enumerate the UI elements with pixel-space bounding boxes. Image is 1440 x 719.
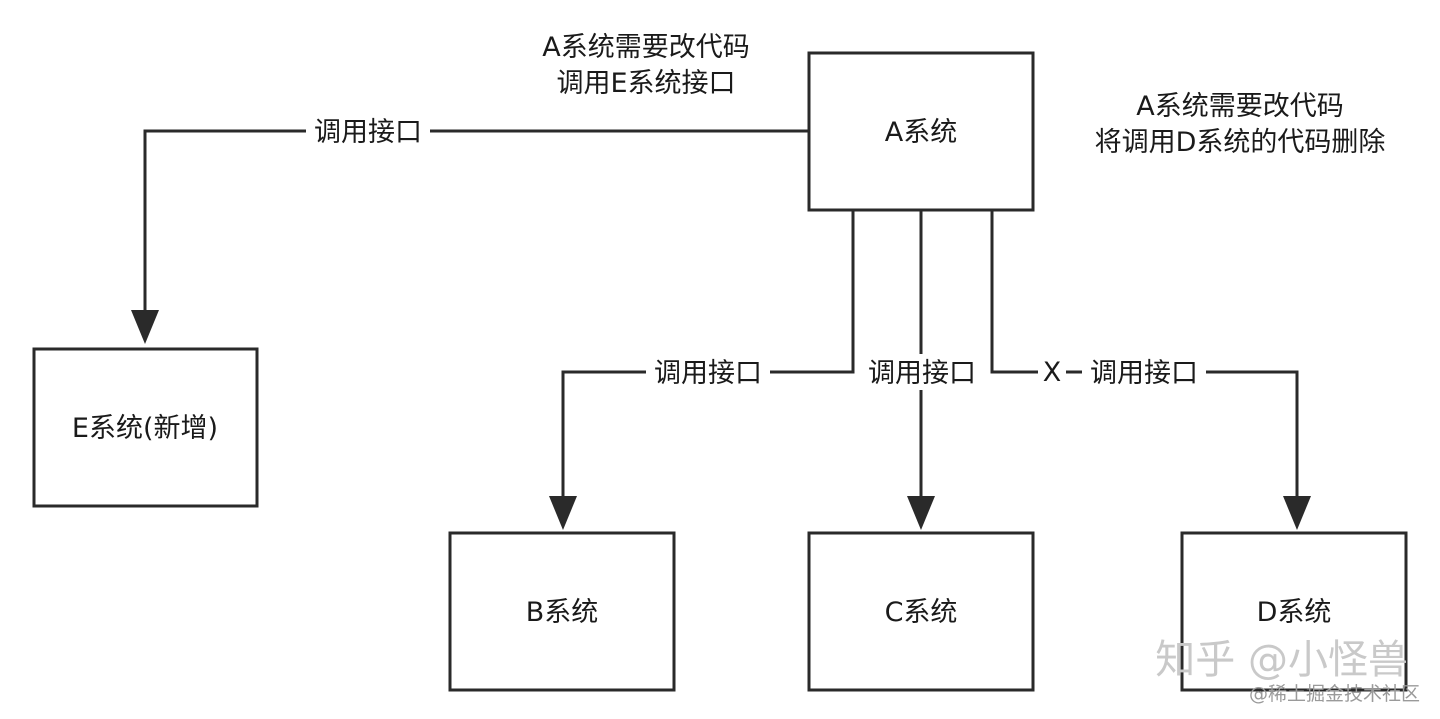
node-b-box	[448, 531, 676, 692]
edge-a-to-c-arrowhead	[907, 496, 935, 530]
node-c: C系统	[807, 531, 1035, 692]
watermark-main: 知乎 @小怪兽	[1155, 637, 1408, 683]
edge-a-to-e: 调用接口	[131, 113, 808, 344]
edge-a-to-d-label: 调用接口	[1090, 358, 1198, 389]
note-remove-d-line-2: 将调用D系统的代码删除	[1095, 127, 1386, 158]
edge-a-to-b-label-bg	[646, 354, 770, 390]
edge-a-to-b-arrowhead	[549, 496, 577, 530]
edge-a-to-e-arrowhead	[131, 310, 159, 344]
edge-a-to-c-label: 调用接口	[868, 358, 976, 389]
node-d: D系统	[1180, 531, 1408, 692]
note-add-e-line-2: 调用E系统接口	[556, 68, 735, 99]
node-d-label: D系统	[1257, 597, 1332, 628]
edge-a-to-e-label-bg	[306, 113, 430, 149]
node-c-label: C系统	[885, 597, 958, 628]
edge-a-to-d-removed-mark: X	[1043, 357, 1062, 388]
edge-a-to-e-label: 调用接口	[314, 117, 422, 148]
edge-a-to-c: 调用接口	[860, 211, 984, 530]
edge-a-to-d-mark-bg	[1038, 354, 1066, 390]
edge-a-to-b-label: 调用接口	[654, 358, 762, 389]
node-c-box	[807, 531, 1035, 692]
edge-a-to-b: 调用接口	[549, 211, 855, 530]
node-e: E系统(新增)	[32, 347, 259, 508]
node-e-label: E系统(新增)	[72, 413, 218, 444]
note-remove-d-line-1: A系统需要改代码	[1136, 91, 1343, 122]
edge-a-to-d: X 调用接口	[990, 211, 1311, 530]
node-b-label: B系统	[526, 597, 599, 628]
edge-a-to-d-label-bg	[1082, 354, 1206, 390]
node-b: B系统	[448, 531, 676, 692]
node-a: A系统	[807, 51, 1035, 212]
note-add-e-line-1: A系统需要改代码	[542, 32, 749, 63]
edge-a-to-e-line	[143, 129, 808, 312]
note-add-e: A系统需要改代码 调用E系统接口	[542, 32, 749, 99]
watermark: 知乎 @小怪兽 @稀土掘金技术社区	[1155, 637, 1420, 705]
edge-a-to-c-label-bg	[860, 354, 984, 390]
note-remove-d: A系统需要改代码 将调用D系统的代码删除	[1095, 91, 1386, 158]
node-a-box	[807, 51, 1035, 212]
node-d-box	[1180, 531, 1408, 692]
edge-a-to-d-arrowhead	[1283, 496, 1311, 530]
node-a-label: A系统	[885, 117, 957, 148]
node-e-box	[32, 347, 259, 508]
watermark-sub: @稀土掘金技术社区	[1249, 683, 1420, 705]
